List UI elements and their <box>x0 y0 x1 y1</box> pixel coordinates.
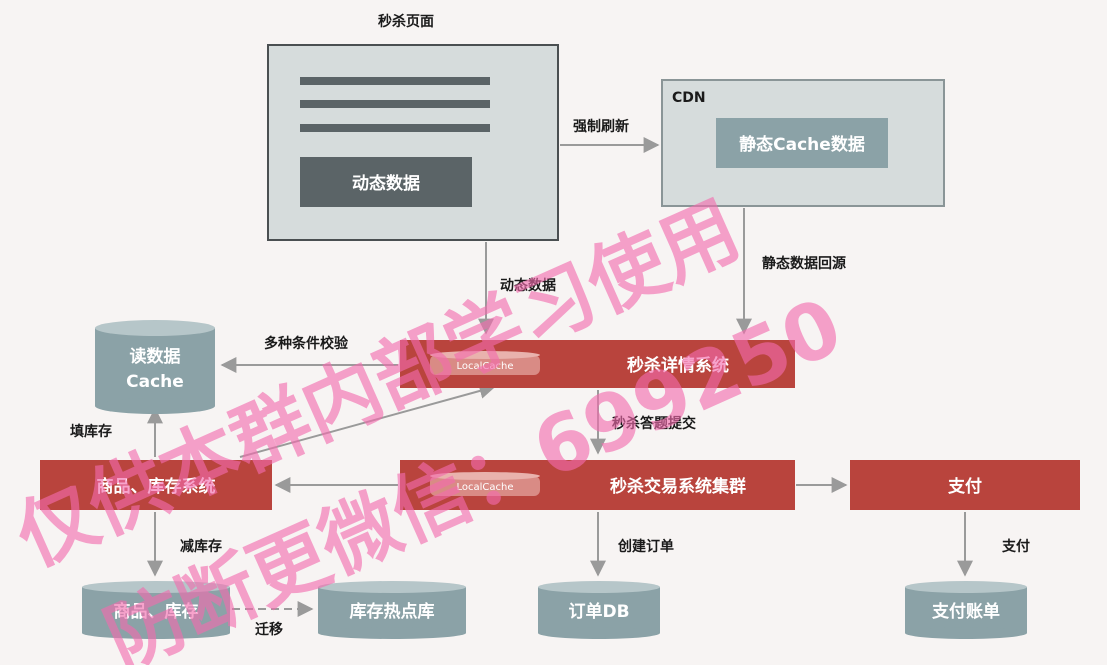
page-text-line <box>300 124 490 132</box>
trade-system-label: 秒杀交易系统集群 <box>610 476 746 497</box>
edge-dynamic-data: 动态数据 <box>500 277 556 294</box>
edge-migrate: 迁移 <box>255 621 283 638</box>
hot-stock-label: 库存热点库 <box>350 601 435 622</box>
edge-force-refresh: 强制刷新 <box>573 118 629 135</box>
goods-stock-label: 商品、库存 <box>114 601 199 622</box>
hot-stock-db <box>318 581 466 639</box>
read-cache-db <box>95 320 215 414</box>
cdn-label: CDN <box>672 90 706 106</box>
dynamic-data-label: 动态数据 <box>352 173 420 194</box>
local-cache-label: LocalCache <box>456 482 513 493</box>
seckill-page-frame <box>267 44 559 241</box>
edge-submit-answer: 秒杀答题提交 <box>612 415 696 432</box>
order-db <box>538 581 660 639</box>
edge-pay: 支付 <box>1001 538 1030 555</box>
static-cache-block <box>716 118 888 168</box>
edge-static-origin: 静态数据回源 <box>762 255 846 272</box>
goods-stock-db <box>82 581 230 639</box>
page-text-line <box>300 77 490 85</box>
local-cache-badge <box>430 351 540 375</box>
edge-multi-check: 多种条件校验 <box>264 335 349 352</box>
local-cache-label: LocalCache <box>456 361 513 372</box>
pay-bill-label: 支付账单 <box>932 601 1000 622</box>
seckill-page-title: 秒杀页面 <box>378 13 434 30</box>
dynamic-data-block <box>300 157 472 207</box>
edge-fill-stock: 填库存 <box>70 423 112 440</box>
local-cache-badge <box>430 472 540 496</box>
edge-create-order: 创建订单 <box>617 538 674 555</box>
pay-bill-db <box>905 581 1027 639</box>
goods-system-label: 商品、库存系统 <box>97 476 216 497</box>
page-text-line <box>300 100 490 108</box>
pay-system-label: 支付 <box>948 476 982 497</box>
edge-reduce-stock: 减库存 <box>180 538 222 555</box>
order-db-label: 订单DB <box>568 601 629 622</box>
static-cache-label: 静态Cache数据 <box>739 134 865 155</box>
detail-system-label: 秒杀详情系统 <box>627 355 729 376</box>
arrow-goods-to-detail <box>239 383 496 458</box>
read-cache-line1: 读数据 <box>130 346 181 367</box>
goods-system-box <box>40 460 272 510</box>
read-cache-line2: Cache <box>126 372 184 392</box>
pay-system-box <box>850 460 1080 510</box>
